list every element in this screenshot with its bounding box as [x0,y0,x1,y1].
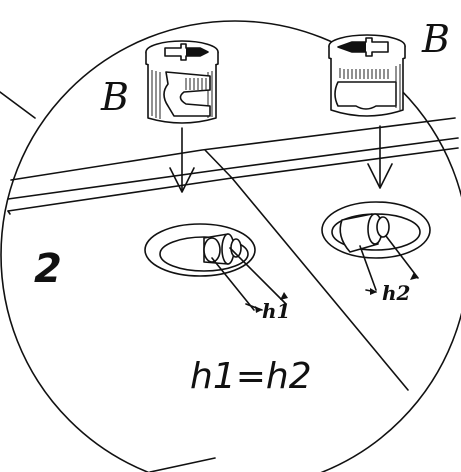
leader-line-bottom [149,457,216,472]
cam-left-label: B [100,75,129,119]
cam-lock-right [328,34,406,117]
step-number: 2 [34,246,62,292]
dowel-hole-right [321,201,431,259]
height-equation: h1=h2 [190,356,312,397]
leader-line-top [0,91,36,119]
insert-arrow-right [367,125,393,189]
dowel-hole-left [144,223,256,277]
h1-label: h1 [262,299,290,323]
h1-dimension [211,247,288,313]
panel-edge [7,117,459,391]
cam-right-label: B [421,17,450,61]
h2-label: h2 [382,281,411,305]
cam-lock-left [145,40,219,124]
insert-arrow-left [169,127,195,193]
h2-dimension [359,235,419,295]
detail-circle [0,20,461,472]
